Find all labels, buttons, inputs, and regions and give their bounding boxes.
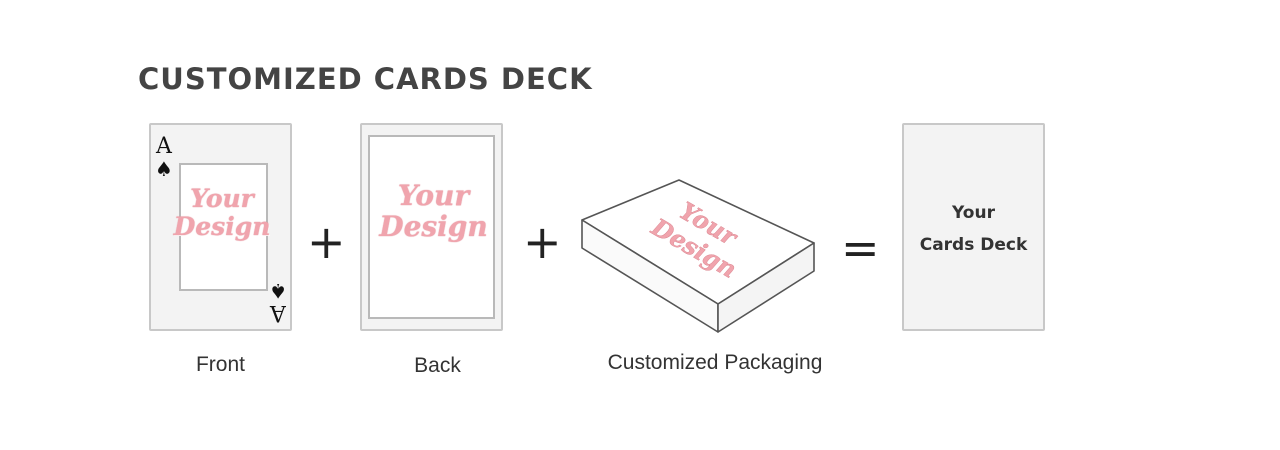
plus-operator: + (307, 215, 346, 269)
back-design-placeholder: Your Design (372, 179, 495, 243)
result-card-text: Your Cards Deck (904, 197, 1043, 261)
design-word-design: Design (173, 211, 271, 241)
design-word-your: Your (397, 179, 470, 212)
design-word-your: Your (190, 184, 254, 213)
diagram-title: CUSTOMIZED CARDS DECK (138, 62, 593, 96)
back-card: Your Design (360, 123, 503, 331)
result-card: Your Cards Deck (902, 123, 1045, 331)
front-card-design-frame (179, 163, 268, 291)
front-caption: Front (195, 353, 245, 376)
design-word-design: Design (379, 209, 488, 243)
equals-operator: = (841, 221, 880, 275)
result-line-cards-deck: Cards Deck (919, 235, 1028, 255)
packaging-box-shape (581, 179, 815, 333)
front-card: A ♠ ♠ A Your Design (149, 123, 292, 331)
packaging-box-illustration: Your Design (581, 179, 815, 333)
result-line-your: Your (952, 203, 995, 223)
back-card-design-frame (368, 135, 495, 319)
packaging-caption: Customized Packaging (607, 351, 823, 374)
plus-operator: + (523, 215, 562, 269)
front-design-placeholder: Your Design (167, 185, 277, 240)
front-card-rank-top: A (156, 134, 172, 159)
back-caption: Back (414, 354, 461, 377)
front-card-rank-bottom: A (270, 300, 286, 325)
spade-icon: ♠ (269, 279, 287, 303)
box-right-face (717, 242, 815, 333)
spade-icon: ♠ (155, 157, 173, 181)
